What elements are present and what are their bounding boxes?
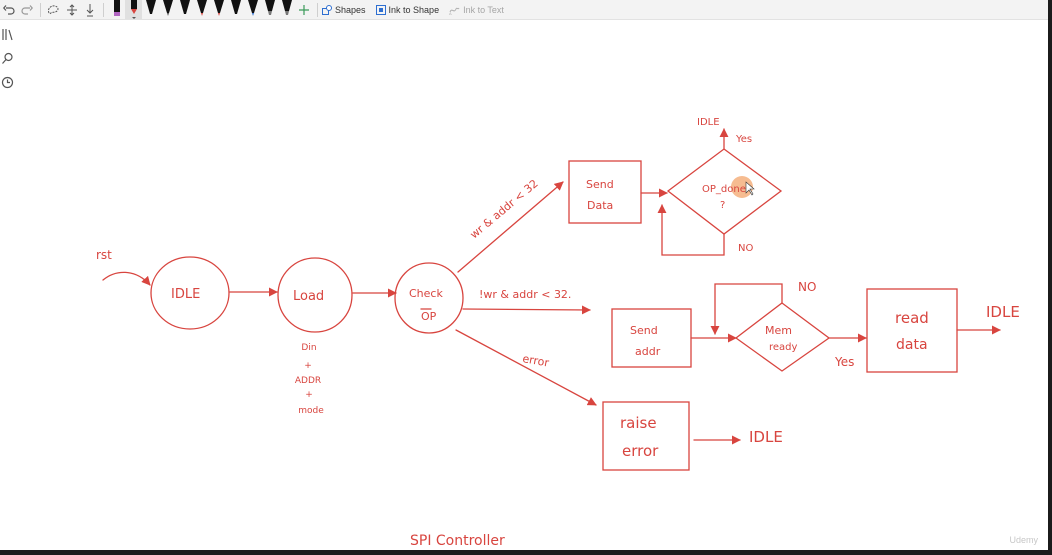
cursor-arrow-icon xyxy=(745,181,755,196)
load-note-line-2: + xyxy=(304,361,312,371)
rst-arrow xyxy=(102,271,151,286)
raise-error-box xyxy=(602,401,690,471)
shapes-icon xyxy=(322,4,332,15)
pen-cursor-highlight xyxy=(731,176,753,198)
pen-black-3-icon[interactable] xyxy=(176,0,193,19)
error-condition-label: error xyxy=(521,352,550,370)
read-data-box xyxy=(866,288,958,373)
toolbar-divider xyxy=(40,2,41,17)
read-data-label-line-1: read xyxy=(895,309,929,327)
add-pen-icon[interactable] xyxy=(295,0,313,19)
ink-to-text-icon: A xyxy=(449,7,460,15)
pen-red-selected-icon[interactable] xyxy=(125,0,142,19)
left-nav-rail xyxy=(0,20,15,550)
load-state-label: Load xyxy=(293,289,324,304)
ink-to-shape-icon xyxy=(375,4,386,15)
undo-icon[interactable] xyxy=(0,0,18,19)
ink-to-shape-label: Ink to Shape xyxy=(388,4,440,15)
ink-to-text-button[interactable]: A Ink to Text xyxy=(449,5,504,15)
redo-icon[interactable] xyxy=(18,0,36,19)
ink-to-shape-button[interactable]: Ink to Shape xyxy=(375,4,440,15)
toolbar-divider xyxy=(317,2,318,17)
svg-text:A: A xyxy=(449,11,452,15)
pen-purple-icon[interactable] xyxy=(108,0,125,19)
send-data-label-line-1: Send xyxy=(586,178,614,191)
yes-top-label: Yes xyxy=(735,134,752,145)
pen-black-icon[interactable] xyxy=(142,0,159,19)
check-op-label-line-2: OP xyxy=(421,310,437,323)
not-wr-condition-label: !wr & addr < 32. xyxy=(479,288,571,301)
highlighter-icon[interactable] xyxy=(261,0,278,19)
diagram-caption: SPI Controller xyxy=(410,533,505,549)
add-space-icon[interactable] xyxy=(63,0,81,19)
pen-blue-icon[interactable] xyxy=(244,0,261,19)
shapes-label: Shapes xyxy=(335,4,366,15)
pen-black-5-icon[interactable] xyxy=(210,0,227,19)
send-data-label-line-2: Data xyxy=(587,199,613,212)
idle-bottom-label: IDLE xyxy=(749,428,783,446)
check-to-send-data-arrow xyxy=(457,181,564,273)
check-to-send-addr-arrow xyxy=(462,305,591,315)
check-op-state-circle xyxy=(394,262,464,334)
mem-ready-label-line-1: Mem xyxy=(765,324,792,337)
pen-black-6-icon[interactable] xyxy=(227,0,244,19)
search-icon[interactable] xyxy=(1,52,14,65)
op-done-label-line-1: OP_done xyxy=(702,184,746,195)
load-note-line-5: mode xyxy=(298,406,324,416)
raise-error-label-line-1: raise xyxy=(620,414,657,432)
udemy-watermark: Udemy xyxy=(1009,535,1038,545)
yes-mid-label: Yes xyxy=(834,355,854,369)
send-addr-label-line-2: addr xyxy=(635,345,661,358)
check-op-label-line-1: Check xyxy=(409,287,443,300)
load-note-line-4: + xyxy=(305,390,313,400)
idle-state-circle xyxy=(150,256,230,330)
load-note-line-3: ADDR xyxy=(295,376,321,386)
mem-ready-label-line-2: ready xyxy=(769,342,798,353)
op-done-no-loop xyxy=(657,204,725,256)
ink-to-text-label: Ink to Text xyxy=(463,4,504,15)
read-data-label-line-2: data xyxy=(896,337,928,353)
pen-black-4-icon[interactable] xyxy=(193,0,210,19)
idle-top-label: IDLE xyxy=(697,117,720,128)
pen-black-2-icon[interactable] xyxy=(159,0,176,19)
check-to-raise-error-arrow xyxy=(455,329,597,406)
toolbar-divider xyxy=(103,2,104,17)
send-addr-box xyxy=(611,308,692,368)
pen-black-7-icon[interactable] xyxy=(278,0,295,19)
no-top-label: NO xyxy=(738,243,753,254)
no-mid-label: NO xyxy=(798,280,816,294)
draw-toolbar: Shapes Ink to Shape A Ink to Text xyxy=(0,0,1048,20)
idle-state-label: IDLE xyxy=(171,287,200,302)
mem-ready-diamond xyxy=(734,302,831,372)
mem-ready-no-loop xyxy=(710,283,783,335)
recent-clock-icon[interactable] xyxy=(1,76,14,89)
idle-right-label: IDLE xyxy=(986,303,1020,321)
load-note-line-1: Din xyxy=(301,343,316,353)
load-state-circle xyxy=(277,257,353,333)
send-data-box xyxy=(568,160,642,224)
op-done-label-line-2: ? xyxy=(720,200,725,211)
shapes-button[interactable]: Shapes xyxy=(322,4,366,15)
lasso-select-icon[interactable] xyxy=(45,0,63,19)
notebooks-icon[interactable] xyxy=(1,28,14,41)
send-addr-label-line-1: Send xyxy=(630,324,658,337)
eraser-icon[interactable] xyxy=(81,0,99,19)
raise-error-label-line-2: error xyxy=(622,442,659,460)
rst-label: rst xyxy=(96,248,112,262)
